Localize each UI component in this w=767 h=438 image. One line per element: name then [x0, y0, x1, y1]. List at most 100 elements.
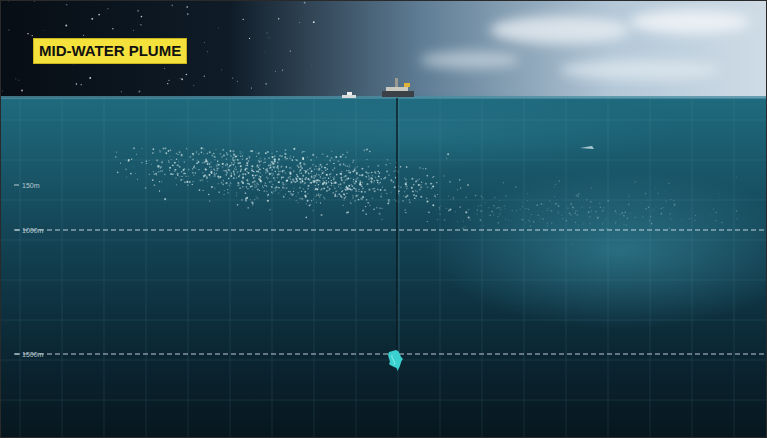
plume-particle [287, 158, 288, 159]
plume-particle [380, 195, 382, 197]
plume-particle [215, 149, 216, 150]
grid-line [398, 99, 399, 438]
plume-particle [377, 165, 379, 167]
plume-particle [648, 206, 649, 207]
plume-particle [355, 180, 357, 182]
plume-particle [224, 194, 225, 195]
plume-particle [192, 181, 193, 182]
plume-particle [578, 193, 579, 194]
plume-particle [400, 187, 401, 188]
plume-particle [160, 167, 162, 169]
plume-particle [273, 163, 275, 165]
plume-particle [244, 173, 246, 175]
plume-particle [662, 207, 664, 209]
plume-particle [670, 199, 671, 200]
plume-particle [210, 162, 211, 163]
grid-line [0, 120, 767, 121]
plume-particle [591, 211, 592, 212]
plume-particle [298, 167, 300, 169]
plume-particle [246, 162, 248, 164]
plume-particle [316, 202, 317, 203]
plume-particle [130, 173, 132, 175]
plume-particle [229, 165, 230, 166]
plume-particle [343, 199, 344, 200]
plume-particle [365, 213, 367, 215]
plume-particle [337, 160, 339, 162]
plume-particle [259, 164, 261, 166]
plume-particle [168, 162, 169, 163]
plume-particle [348, 166, 350, 168]
plume-particle [533, 221, 535, 223]
plume-particle [201, 147, 203, 149]
plume-particle [259, 158, 261, 160]
plume-particle [310, 172, 311, 173]
plume-particle [530, 217, 531, 218]
plume-particle [326, 174, 328, 176]
plume-particle [242, 186, 244, 188]
plume-particle [551, 210, 553, 212]
plume-particle [180, 180, 181, 181]
plume-particle [558, 212, 559, 213]
plume-particle [488, 207, 489, 208]
plume-particle [238, 176, 239, 177]
plume-particle [229, 165, 231, 167]
plume-particle [163, 148, 165, 150]
plume-particle [311, 176, 313, 178]
plume-particle [115, 156, 117, 158]
plume-particle [498, 222, 500, 224]
plume-particle [439, 209, 440, 210]
plume-particle [235, 159, 236, 160]
grid-line [0, 280, 767, 281]
plume-particle [224, 190, 225, 191]
plume-particle [673, 200, 674, 201]
plume-particle [151, 164, 152, 165]
star [21, 90, 23, 92]
plume-particle [293, 170, 295, 172]
plume-particle [323, 196, 325, 198]
plume-particle [363, 149, 365, 151]
plume-particle [378, 171, 380, 173]
plume-particle [272, 193, 273, 194]
plume-particle [192, 153, 194, 155]
plume-particle [628, 195, 629, 196]
plume-particle [537, 214, 538, 215]
plume-particle [273, 166, 274, 167]
plume-particle [302, 157, 304, 159]
plume-particle [350, 189, 351, 190]
plume-particle [216, 173, 217, 174]
star [80, 84, 81, 85]
plume-particle [273, 158, 275, 160]
plume-particle [257, 165, 259, 167]
plume-particle [543, 204, 544, 205]
plume-particle [235, 166, 237, 168]
plume-particle [359, 184, 361, 186]
plume-particle [120, 162, 121, 163]
plume-particle [338, 184, 339, 185]
plume-particle [274, 166, 275, 167]
plume-particle [485, 202, 486, 203]
plume-particle [245, 192, 247, 194]
plume-particle [238, 176, 240, 178]
plume-particle [225, 164, 227, 166]
plume-particle [310, 179, 311, 180]
plume-particle [300, 165, 302, 167]
plume-particle [271, 169, 273, 171]
plume-particle [251, 168, 252, 169]
plume-particle [126, 177, 127, 178]
plume-particle [326, 156, 328, 158]
plume-particle [264, 158, 266, 160]
plume-particle [222, 163, 224, 165]
plume-particle [285, 149, 287, 151]
plume-particle [168, 160, 169, 161]
plume-particle [330, 181, 331, 182]
plume-particle [575, 210, 576, 211]
plume-particle [286, 183, 287, 184]
plume-particle [628, 204, 630, 206]
plume-particle [346, 178, 347, 179]
plume-particle [318, 187, 319, 188]
plume-particle [233, 153, 235, 155]
plume-particle [525, 222, 526, 223]
plume-particle [320, 194, 322, 196]
plume-particle [288, 177, 290, 179]
plume-particle [210, 166, 212, 168]
